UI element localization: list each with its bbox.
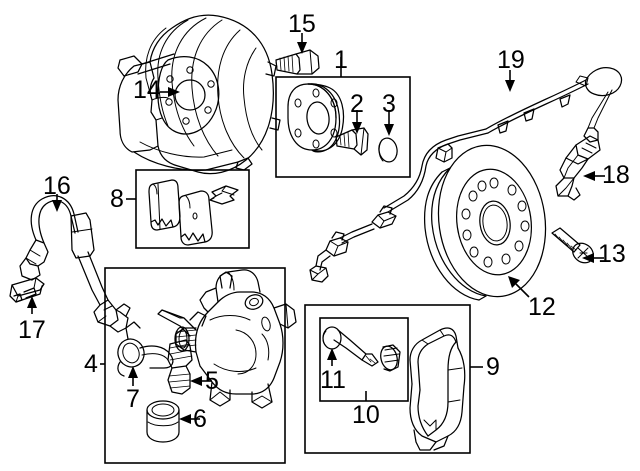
dust-shield-mounting-bolt <box>275 49 320 75</box>
callout-6: 6 <box>193 405 207 433</box>
brake-caliper-assembly <box>157 269 297 409</box>
arrowhead-13 <box>582 253 594 263</box>
brake-pad-set <box>148 179 239 246</box>
callout-10: 10 <box>352 401 380 429</box>
callout-1: 1 <box>334 46 348 74</box>
hub-assembly-box <box>275 76 411 178</box>
arrowhead-5 <box>190 376 202 386</box>
arrowhead-14 <box>168 87 180 97</box>
callout-14: 14 <box>133 76 161 104</box>
callout-2: 2 <box>350 90 364 118</box>
brake-pad-set-box <box>135 169 250 249</box>
parking-brake-return-spring <box>117 321 174 377</box>
caliper-bracket-box <box>304 304 471 454</box>
callout-5: 5 <box>205 367 219 395</box>
arrowhead-16 <box>52 200 62 212</box>
arrowhead-7 <box>128 366 138 378</box>
callout-11: 11 <box>320 366 346 394</box>
callout-13: 13 <box>598 240 626 268</box>
callout-15: 15 <box>288 10 316 38</box>
callout-8: 8 <box>110 185 124 213</box>
guide-pin-dust-boot <box>146 400 180 443</box>
arrowhead-17 <box>27 296 37 308</box>
arrowhead-15 <box>297 42 307 54</box>
arrowhead-3 <box>384 124 394 136</box>
callout-3: 3 <box>382 90 396 118</box>
brake-rotor-disc <box>423 144 547 301</box>
guide-pin-sleeve <box>380 344 401 372</box>
abs-wheel-speed-sensor <box>555 135 601 201</box>
hub-cap-plug <box>378 137 398 163</box>
brake-hose-retaining-clip <box>9 277 45 303</box>
caliper-box <box>104 267 286 464</box>
arrowhead-19 <box>505 80 515 92</box>
callout-17: 17 <box>18 316 46 344</box>
callout-12: 12 <box>528 293 556 321</box>
caliper-guide-pin-bolt <box>322 326 379 367</box>
arrowhead-2 <box>352 122 362 134</box>
callout-19: 19 <box>497 46 525 74</box>
guide-pin-kit-box <box>319 317 409 402</box>
callout-7: 7 <box>126 385 140 413</box>
rear-wheel-hub-bearing <box>287 83 345 153</box>
abs-sensor-wiring-harness <box>309 66 623 283</box>
leader-12 <box>515 283 530 298</box>
brake-hydraulic-hose <box>19 195 131 333</box>
callout-4: 4 <box>84 350 98 378</box>
callout-16: 16 <box>43 172 71 200</box>
callout-18: 18 <box>602 161 630 189</box>
brake-dust-shield-splash-guard <box>117 14 281 175</box>
arrowhead-6 <box>179 414 191 424</box>
caliper-mounting-bracket <box>409 327 466 451</box>
arrowhead-11 <box>327 348 337 360</box>
arrowhead-18 <box>583 171 595 181</box>
hub-mounting-bolt <box>335 127 369 156</box>
callout-9: 9 <box>486 353 500 381</box>
caliper-guide-pin-bushing <box>167 339 193 395</box>
arrowhead-12 <box>508 276 520 288</box>
